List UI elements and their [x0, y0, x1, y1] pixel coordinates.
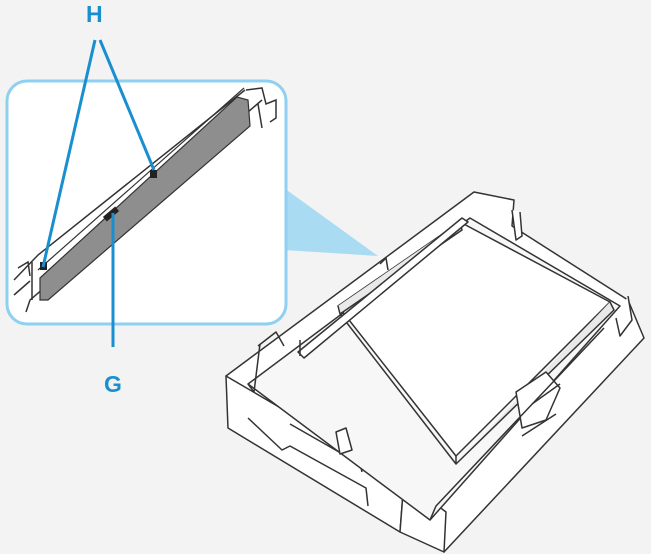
left-paper-guide: [297, 217, 469, 359]
callout-h-line-left: [41, 39, 97, 268]
callout-h-line-right: [98, 39, 156, 171]
callout-label-g: G: [104, 371, 122, 397]
guide-slot-right: [150, 170, 157, 178]
callout-label-h: H: [86, 1, 103, 27]
paper-limit-mark: [102, 206, 120, 222]
callout-lines: [41, 39, 156, 347]
paper-tray: [225, 191, 645, 553]
zoom-beam: [284, 188, 378, 256]
paper-stack-edge: [39, 96, 251, 301]
zoom-panel: [5, 79, 288, 326]
